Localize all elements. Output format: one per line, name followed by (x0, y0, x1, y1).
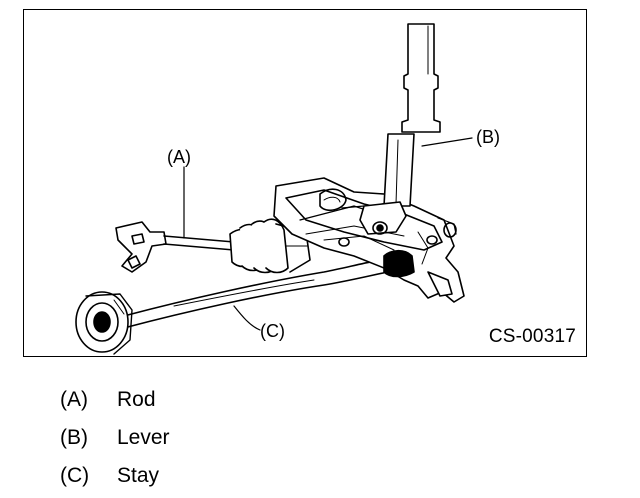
rod-part (115, 218, 311, 274)
shift-mechanism-drawing (75, 23, 473, 355)
legend-label: Lever (117, 426, 170, 449)
figure-code: CS-00317 (488, 326, 576, 347)
leader-c (233, 305, 261, 331)
legend-key: (B) (60, 426, 88, 449)
legend-key: (A) (60, 388, 88, 411)
legend-label: Stay (117, 464, 160, 487)
legend-key: (C) (60, 464, 90, 487)
lever-part (341, 23, 441, 235)
callout-a: (A) (167, 147, 191, 167)
callout-c: (C) (260, 321, 285, 341)
diagram-frame: (A) (B) (C) CS-00317 (23, 9, 587, 357)
leader-lines (183, 137, 473, 331)
stay-part (75, 257, 399, 355)
leader-b (421, 137, 473, 147)
legend-label: Rod (117, 388, 156, 411)
callout-b: (B) (476, 127, 500, 147)
bracket-part (273, 177, 465, 303)
